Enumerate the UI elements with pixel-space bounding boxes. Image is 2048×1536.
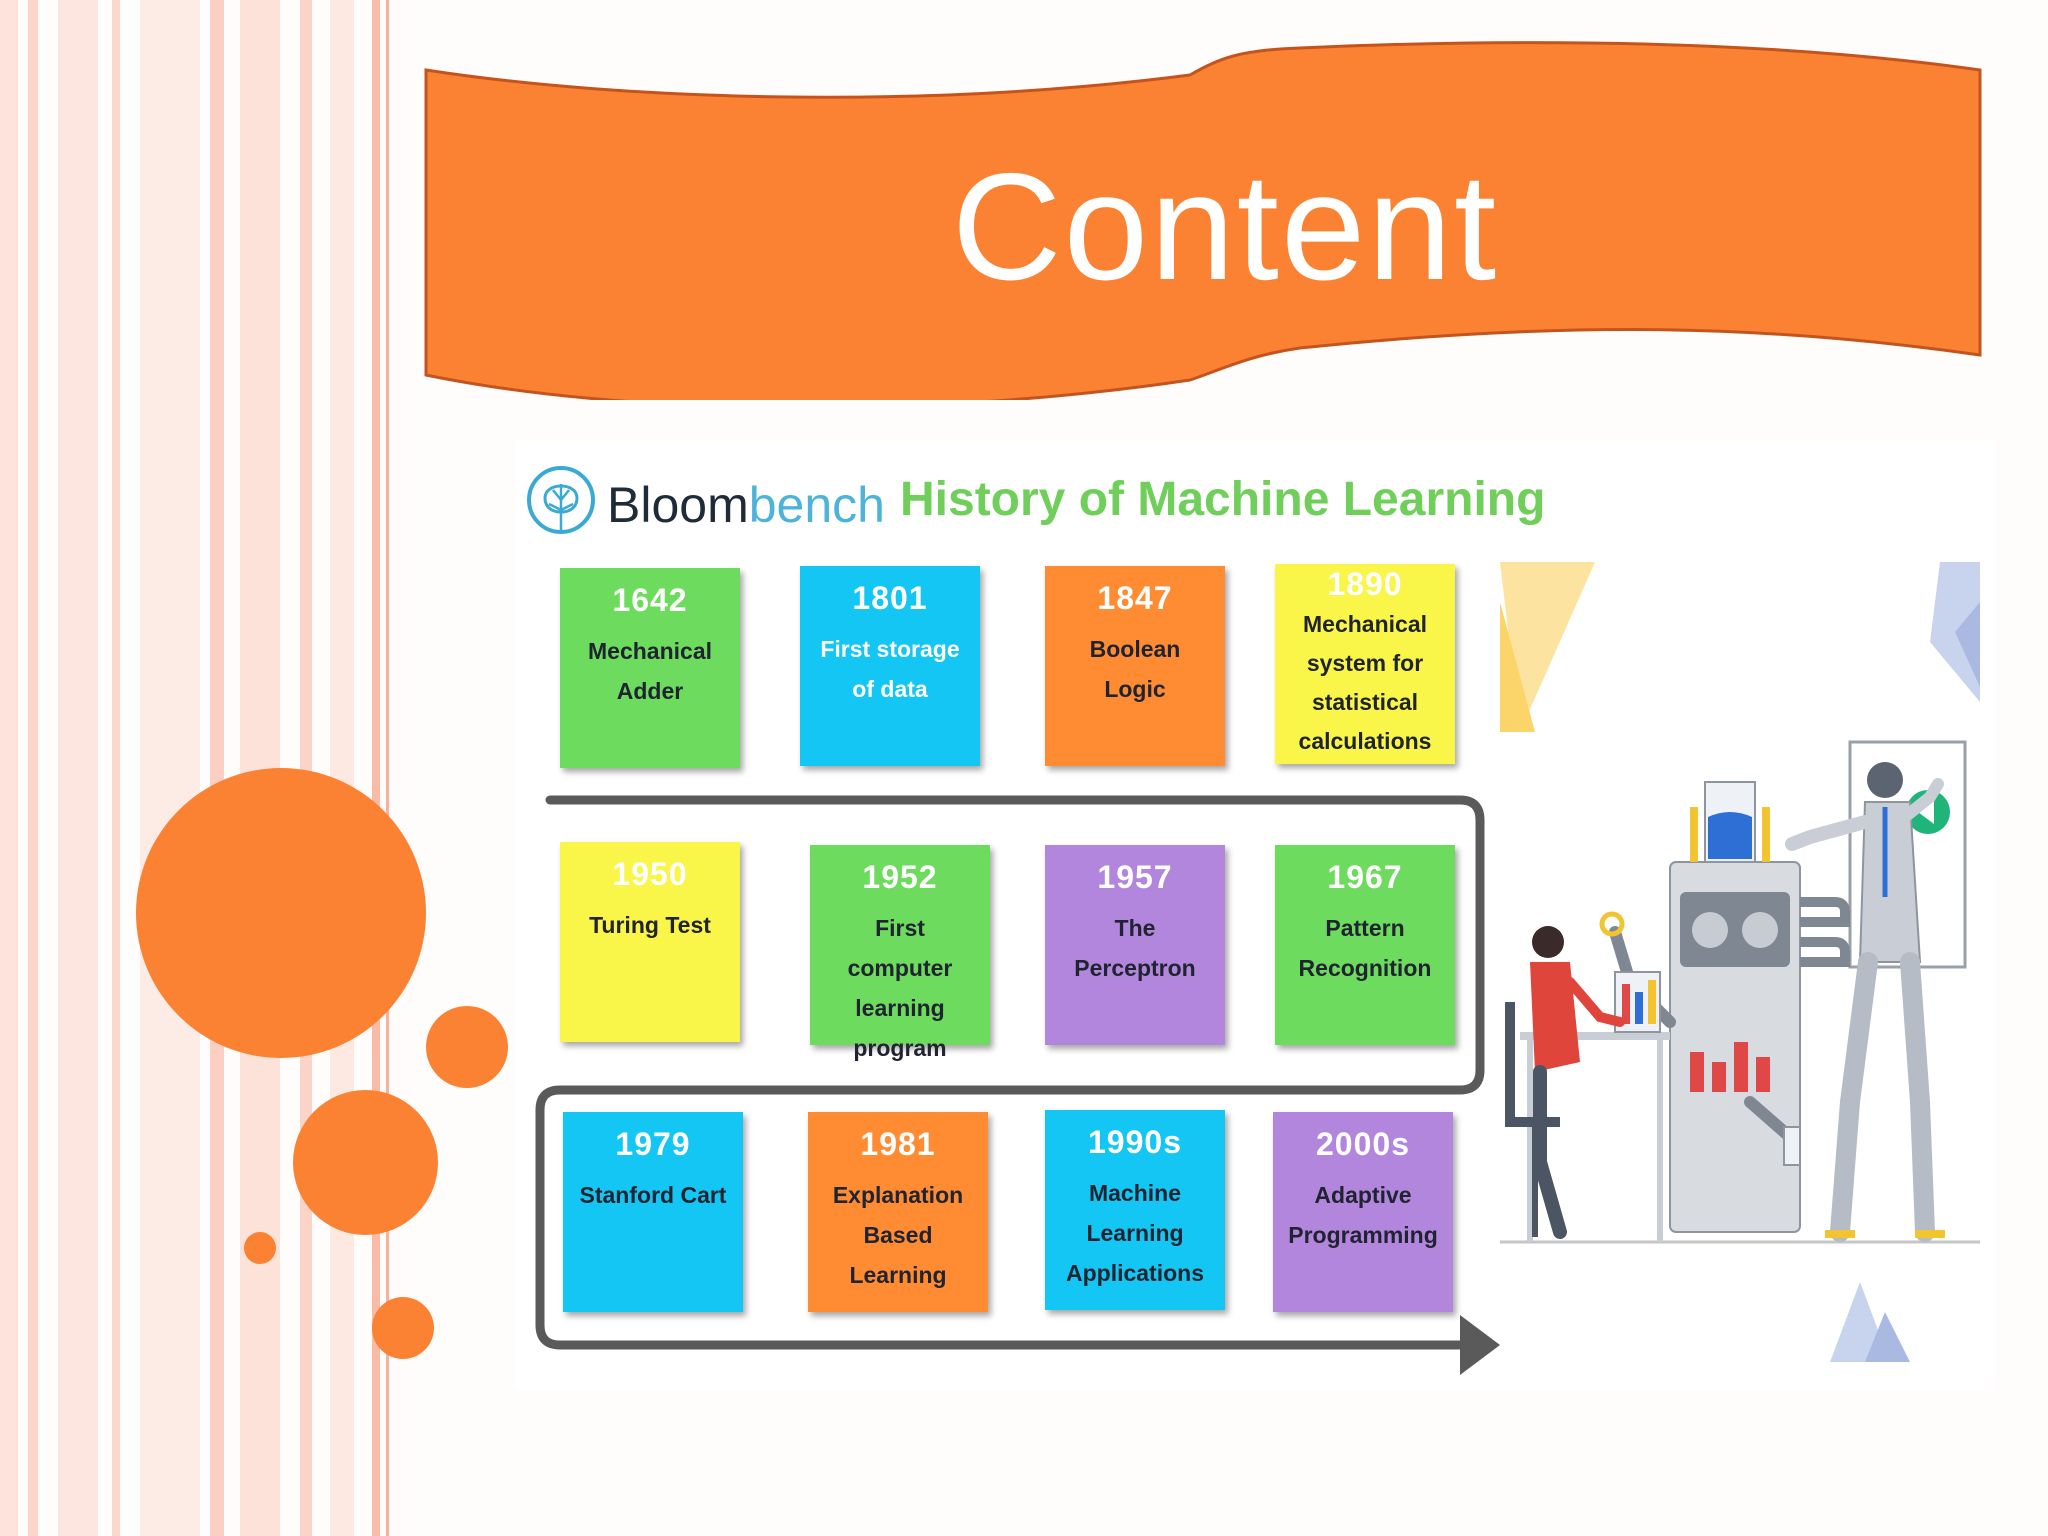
ml-history-infographic: Bloombench History of Machine Learning 1… xyxy=(515,440,1995,1390)
decorative-bubble xyxy=(372,1297,434,1359)
milestone-year: 1967 xyxy=(1327,859,1403,895)
banner-shape xyxy=(424,41,1982,400)
brand-name-light: bench xyxy=(748,477,885,533)
decorative-bubble xyxy=(426,1006,508,1088)
brand-name: Bloombench xyxy=(607,476,885,534)
milestone-year: 1952 xyxy=(862,859,938,895)
milestone-card: 1847 Boolean Logic xyxy=(1045,566,1225,766)
milestone-year: 2000s xyxy=(1316,1126,1410,1162)
timeline-track xyxy=(535,795,1500,1375)
milestone-card: 1990s Machine Learning Applications xyxy=(1045,1110,1225,1310)
title-banner: Content xyxy=(420,30,1990,400)
milestone-year: 1801 xyxy=(852,580,928,616)
milestone-label: Explanation Based Learning xyxy=(832,1182,964,1288)
decorative-bubble xyxy=(293,1090,438,1235)
brand-header: Bloombench xyxy=(525,450,885,560)
milestone-label: Mechanical Adder xyxy=(588,638,712,704)
milestone-year: 1990s xyxy=(1088,1124,1182,1160)
milestone-card: 1957 The Perceptron xyxy=(1045,845,1225,1045)
person-head xyxy=(1867,762,1903,798)
milestone-year: 1642 xyxy=(612,582,688,618)
milestone-label: Machine Learning Applications xyxy=(1065,1180,1204,1286)
milestone-label: First computer learning program xyxy=(847,915,953,1061)
milestone-card: 1979 Stanford Cart xyxy=(563,1112,743,1312)
decorative-bubble xyxy=(136,768,426,1058)
person-head xyxy=(1532,926,1564,958)
lab-illustration xyxy=(1500,562,1980,1362)
desk xyxy=(1520,1032,1670,1040)
milestone-year: 1981 xyxy=(860,1126,936,1162)
blue-triangle-shape xyxy=(1955,602,1980,687)
milestone-label: Adaptive Programming xyxy=(1288,1182,1438,1248)
brain-logo-icon xyxy=(527,466,595,534)
milestone-label: The Perceptron xyxy=(1074,915,1196,981)
milestone-card: 1890 Mechanical system for statistical c… xyxy=(1275,564,1455,764)
person-body xyxy=(1530,962,1580,1072)
milestone-year: 1950 xyxy=(612,856,688,892)
milestone-year: 1847 xyxy=(1097,580,1173,616)
milestone-card: 1952 First computer learning program xyxy=(810,845,990,1061)
milestone-label: Boolean Logic xyxy=(1089,636,1181,702)
milestone-label: Turing Test xyxy=(589,912,711,938)
milestone-card: 1642 Mechanical Adder xyxy=(560,568,740,768)
yellow-triangle-shape xyxy=(1500,602,1535,732)
milestone-year: 1957 xyxy=(1097,859,1173,895)
infographic-title: History of Machine Learning xyxy=(900,473,1546,526)
decorative-stripes xyxy=(0,0,395,1536)
milestone-year: 1979 xyxy=(615,1126,691,1162)
milestone-card: 2000s Adaptive Programming xyxy=(1273,1112,1453,1312)
milestone-card: 1981 Explanation Based Learning xyxy=(808,1112,988,1312)
milestone-card: 1801 First storage of data xyxy=(800,566,980,766)
yellow-triangle-shape xyxy=(1500,562,1595,732)
milestone-label: First storage of data xyxy=(820,636,960,702)
slide-title: Content xyxy=(951,142,1499,312)
milestone-year: 1890 xyxy=(1327,566,1403,602)
milestone-card: 1967 Pattern Recognition xyxy=(1275,845,1455,1045)
timeline-arrowhead xyxy=(1460,1315,1500,1375)
milestone-label: Mechanical system for statistical calcul… xyxy=(1298,611,1432,754)
milestone-label: Pattern Recognition xyxy=(1298,915,1432,981)
blue-triangle-shape xyxy=(1865,1312,1910,1362)
decorative-bubble xyxy=(244,1232,276,1264)
milestone-label: Stanford Cart xyxy=(579,1182,727,1208)
milestone-card: 1950 Turing Test xyxy=(560,842,740,1042)
brand-name-strong: Bloom xyxy=(607,477,749,533)
